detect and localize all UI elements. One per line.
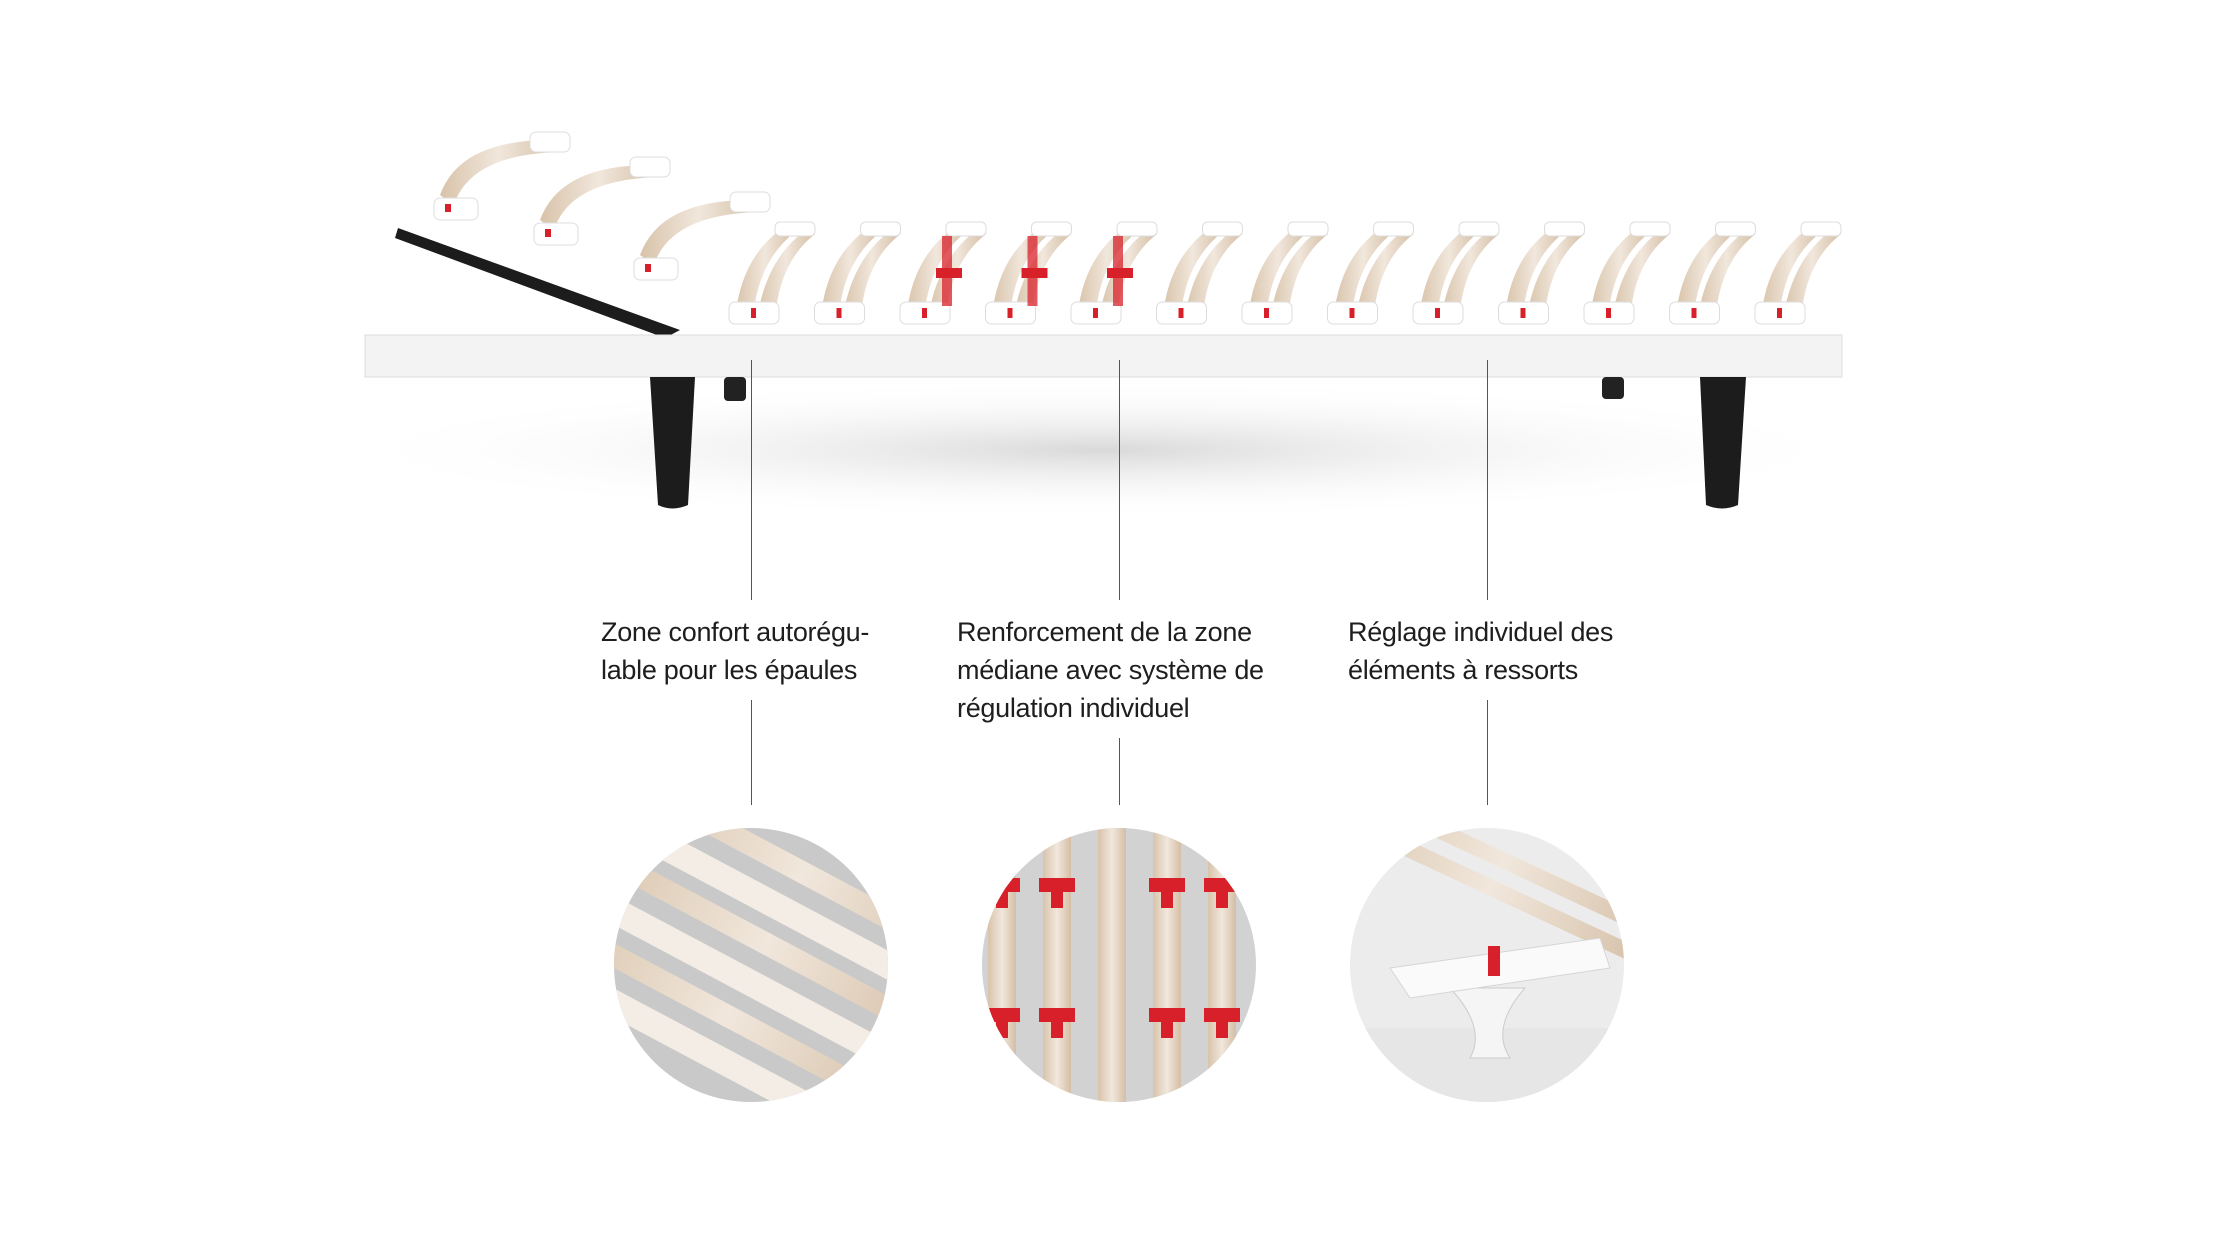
feature-caption-middle-zone: Renforcement de la zone médiane avec sys… — [957, 617, 1264, 723]
slat — [1669, 221, 1756, 325]
detail-image-spring-elements — [1350, 828, 1624, 1102]
slat — [728, 221, 816, 325]
reinforced-slat — [1070, 221, 1158, 325]
head-slat — [633, 191, 771, 281]
head-slat — [533, 156, 671, 246]
callout-line-top-1 — [751, 360, 752, 600]
red-reinforcement — [1051, 1008, 1063, 1038]
detail-slat — [1153, 828, 1181, 1102]
diagonal-slats-graphic — [614, 828, 888, 1102]
leg-front-right — [1700, 377, 1746, 509]
bed-frame — [364, 334, 1843, 378]
callout-line-bottom-3 — [1487, 700, 1488, 805]
callout-line-top-2 — [1119, 360, 1120, 600]
slats-group — [395, 131, 1842, 338]
callout-line-top-3 — [1487, 360, 1488, 600]
callout-line-bottom-2 — [1119, 738, 1120, 805]
feature-caption-shoulder-zone: Zone confort autorégu- lable pour les ép… — [601, 617, 870, 685]
detail-slat — [1043, 828, 1071, 1102]
slat — [1241, 221, 1329, 325]
head-slat — [433, 131, 571, 221]
slat — [1156, 221, 1243, 325]
reinforced-slat — [985, 221, 1072, 325]
red-reinforcement — [996, 1008, 1008, 1038]
slat — [814, 221, 901, 325]
red-reinforcement — [1216, 878, 1228, 908]
slat — [1754, 221, 1842, 325]
callout-line-bottom-1 — [751, 700, 752, 805]
leg-front-left — [650, 377, 695, 509]
feature-caption-spring-elements: Réglage individuel des éléments à ressor… — [1348, 617, 1614, 685]
spring-element-graphic — [1350, 828, 1624, 1102]
reinforced-slats-graphic — [984, 828, 1240, 1102]
detail-image-shoulder-zone — [614, 828, 888, 1102]
leg-back-right — [1602, 377, 1624, 399]
slat — [1583, 221, 1671, 325]
slat — [1498, 221, 1585, 325]
red-reinforcement — [1161, 1008, 1173, 1038]
leg-back-left — [724, 377, 746, 401]
slat — [1412, 221, 1500, 325]
detail-slat — [1098, 828, 1126, 1102]
reinforced-slat — [899, 221, 987, 325]
red-reinforcement — [1051, 878, 1063, 908]
detail-image-middle-zone — [982, 828, 1256, 1102]
floor-shadow — [320, 380, 1880, 520]
slat — [1327, 221, 1414, 325]
red-reinforcement — [1161, 878, 1173, 908]
red-reinforcement — [1216, 1008, 1228, 1038]
head-lift-arm — [395, 228, 680, 338]
